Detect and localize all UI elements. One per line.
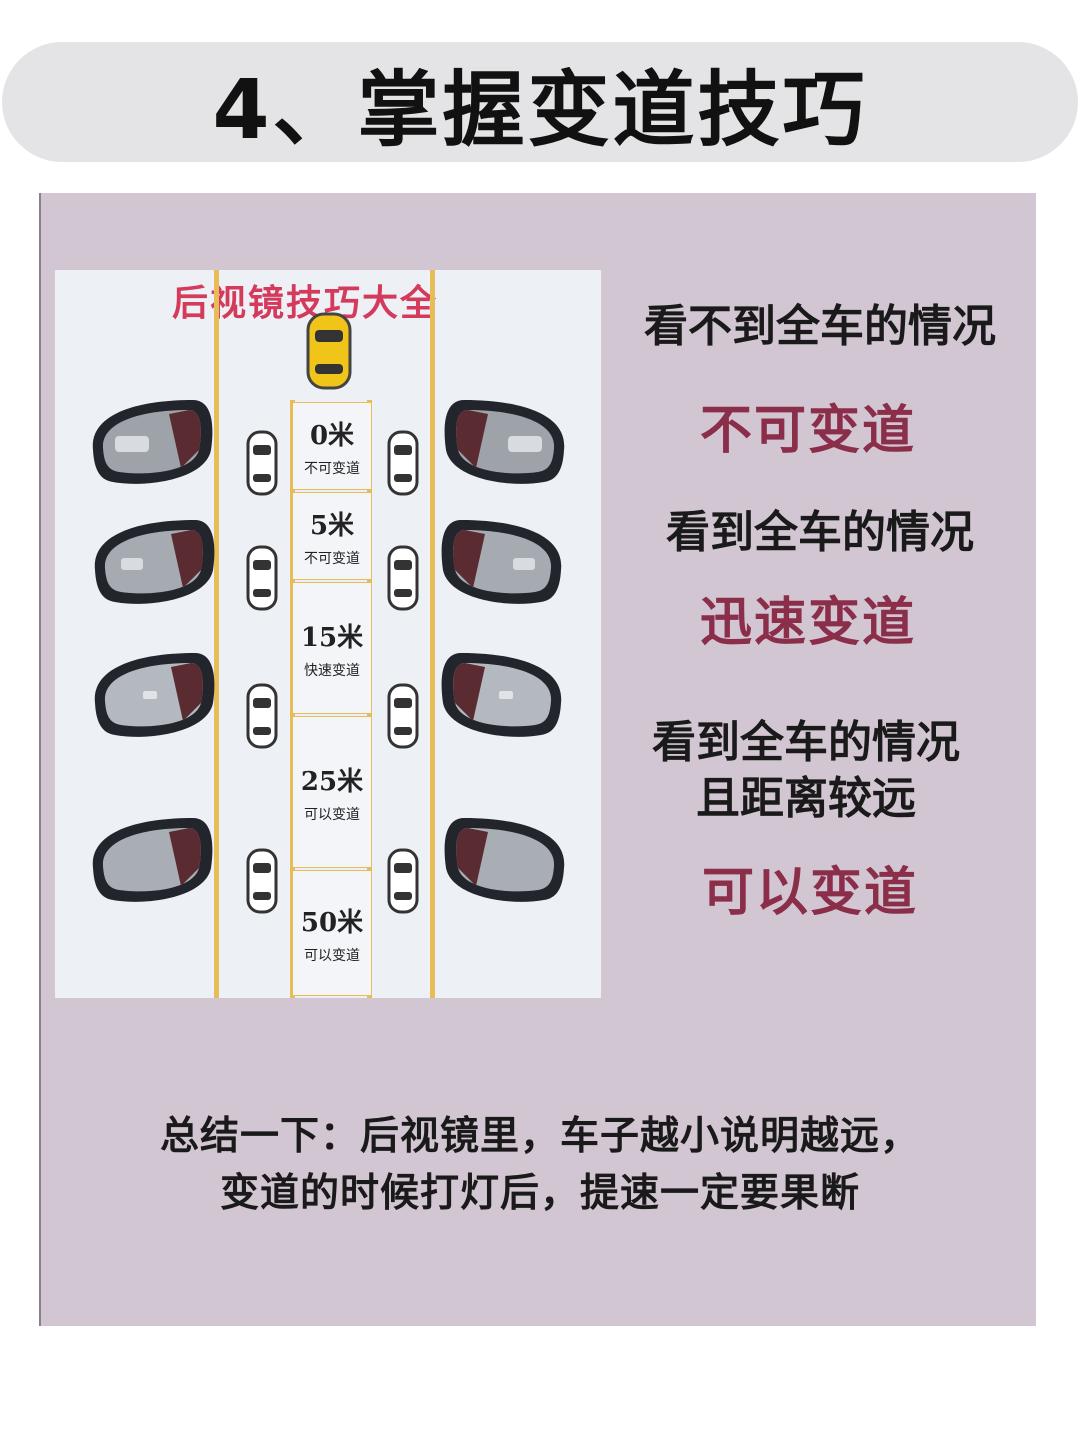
car-icon bbox=[246, 430, 278, 496]
distance-box-25m: 25米 可以变道 bbox=[292, 716, 372, 868]
distance-label: 5米 bbox=[309, 510, 355, 541]
car-icon bbox=[246, 545, 278, 611]
distance-note: 快速变道 bbox=[304, 662, 360, 679]
distance-note: 不可变道 bbox=[304, 460, 360, 477]
car-icon bbox=[387, 430, 419, 496]
summary-line-1: 总结一下：后视镜里，车子越小说明越远， bbox=[159, 1114, 920, 1159]
distance-box-5m: 5米 不可变道 bbox=[292, 492, 372, 580]
case1-action: 不可变道 bbox=[699, 401, 916, 461]
left-mirror-icon bbox=[92, 818, 213, 902]
lane-line-right-outer bbox=[430, 270, 435, 998]
car-icon bbox=[387, 545, 419, 611]
car-icon bbox=[246, 848, 278, 914]
title-banner: 4、掌握变道技巧 bbox=[2, 42, 1078, 162]
distance-box-0m: 0米 不可变道 bbox=[292, 402, 372, 490]
case3-condition-line2: 且距离较远 bbox=[696, 773, 916, 824]
distance-note: 可以变道 bbox=[304, 806, 360, 823]
right-mirror-icon bbox=[441, 653, 562, 737]
case2-condition: 看到全车的情况 bbox=[666, 507, 974, 558]
car-icon bbox=[387, 848, 419, 914]
car-icon bbox=[246, 683, 278, 749]
distance-label: 50米 bbox=[300, 907, 364, 938]
left-mirror-icon bbox=[94, 653, 215, 737]
page-title: 4、掌握变道技巧 bbox=[212, 62, 868, 158]
car-icon bbox=[387, 683, 419, 749]
distance-label: 25米 bbox=[300, 766, 364, 797]
distance-note: 不可变道 bbox=[304, 550, 360, 567]
lane-line-left-outer bbox=[214, 270, 219, 998]
summary-line-2: 变道的时候打灯后，提速一定要果断 bbox=[219, 1171, 860, 1216]
distance-label: 15米 bbox=[300, 622, 364, 653]
distance-note: 可以变道 bbox=[304, 947, 360, 964]
right-mirror-icon bbox=[441, 520, 562, 604]
case2-action: 迅速变道 bbox=[699, 593, 916, 653]
distance-label: 0米 bbox=[309, 420, 355, 451]
right-mirror-icon bbox=[444, 818, 565, 902]
case3-action: 可以变道 bbox=[701, 863, 918, 923]
ego-car-icon bbox=[306, 312, 352, 390]
distance-box-15m: 15米 快速变道 bbox=[292, 582, 372, 714]
left-mirror-icon bbox=[94, 520, 215, 604]
left-mirror-icon bbox=[92, 400, 213, 484]
distance-box-50m: 50米 可以变道 bbox=[292, 870, 372, 996]
case3-condition-line1: 看到全车的情况 bbox=[652, 717, 960, 768]
case1-condition: 看不到全车的情况 bbox=[644, 301, 996, 352]
right-mirror-icon bbox=[444, 400, 565, 484]
